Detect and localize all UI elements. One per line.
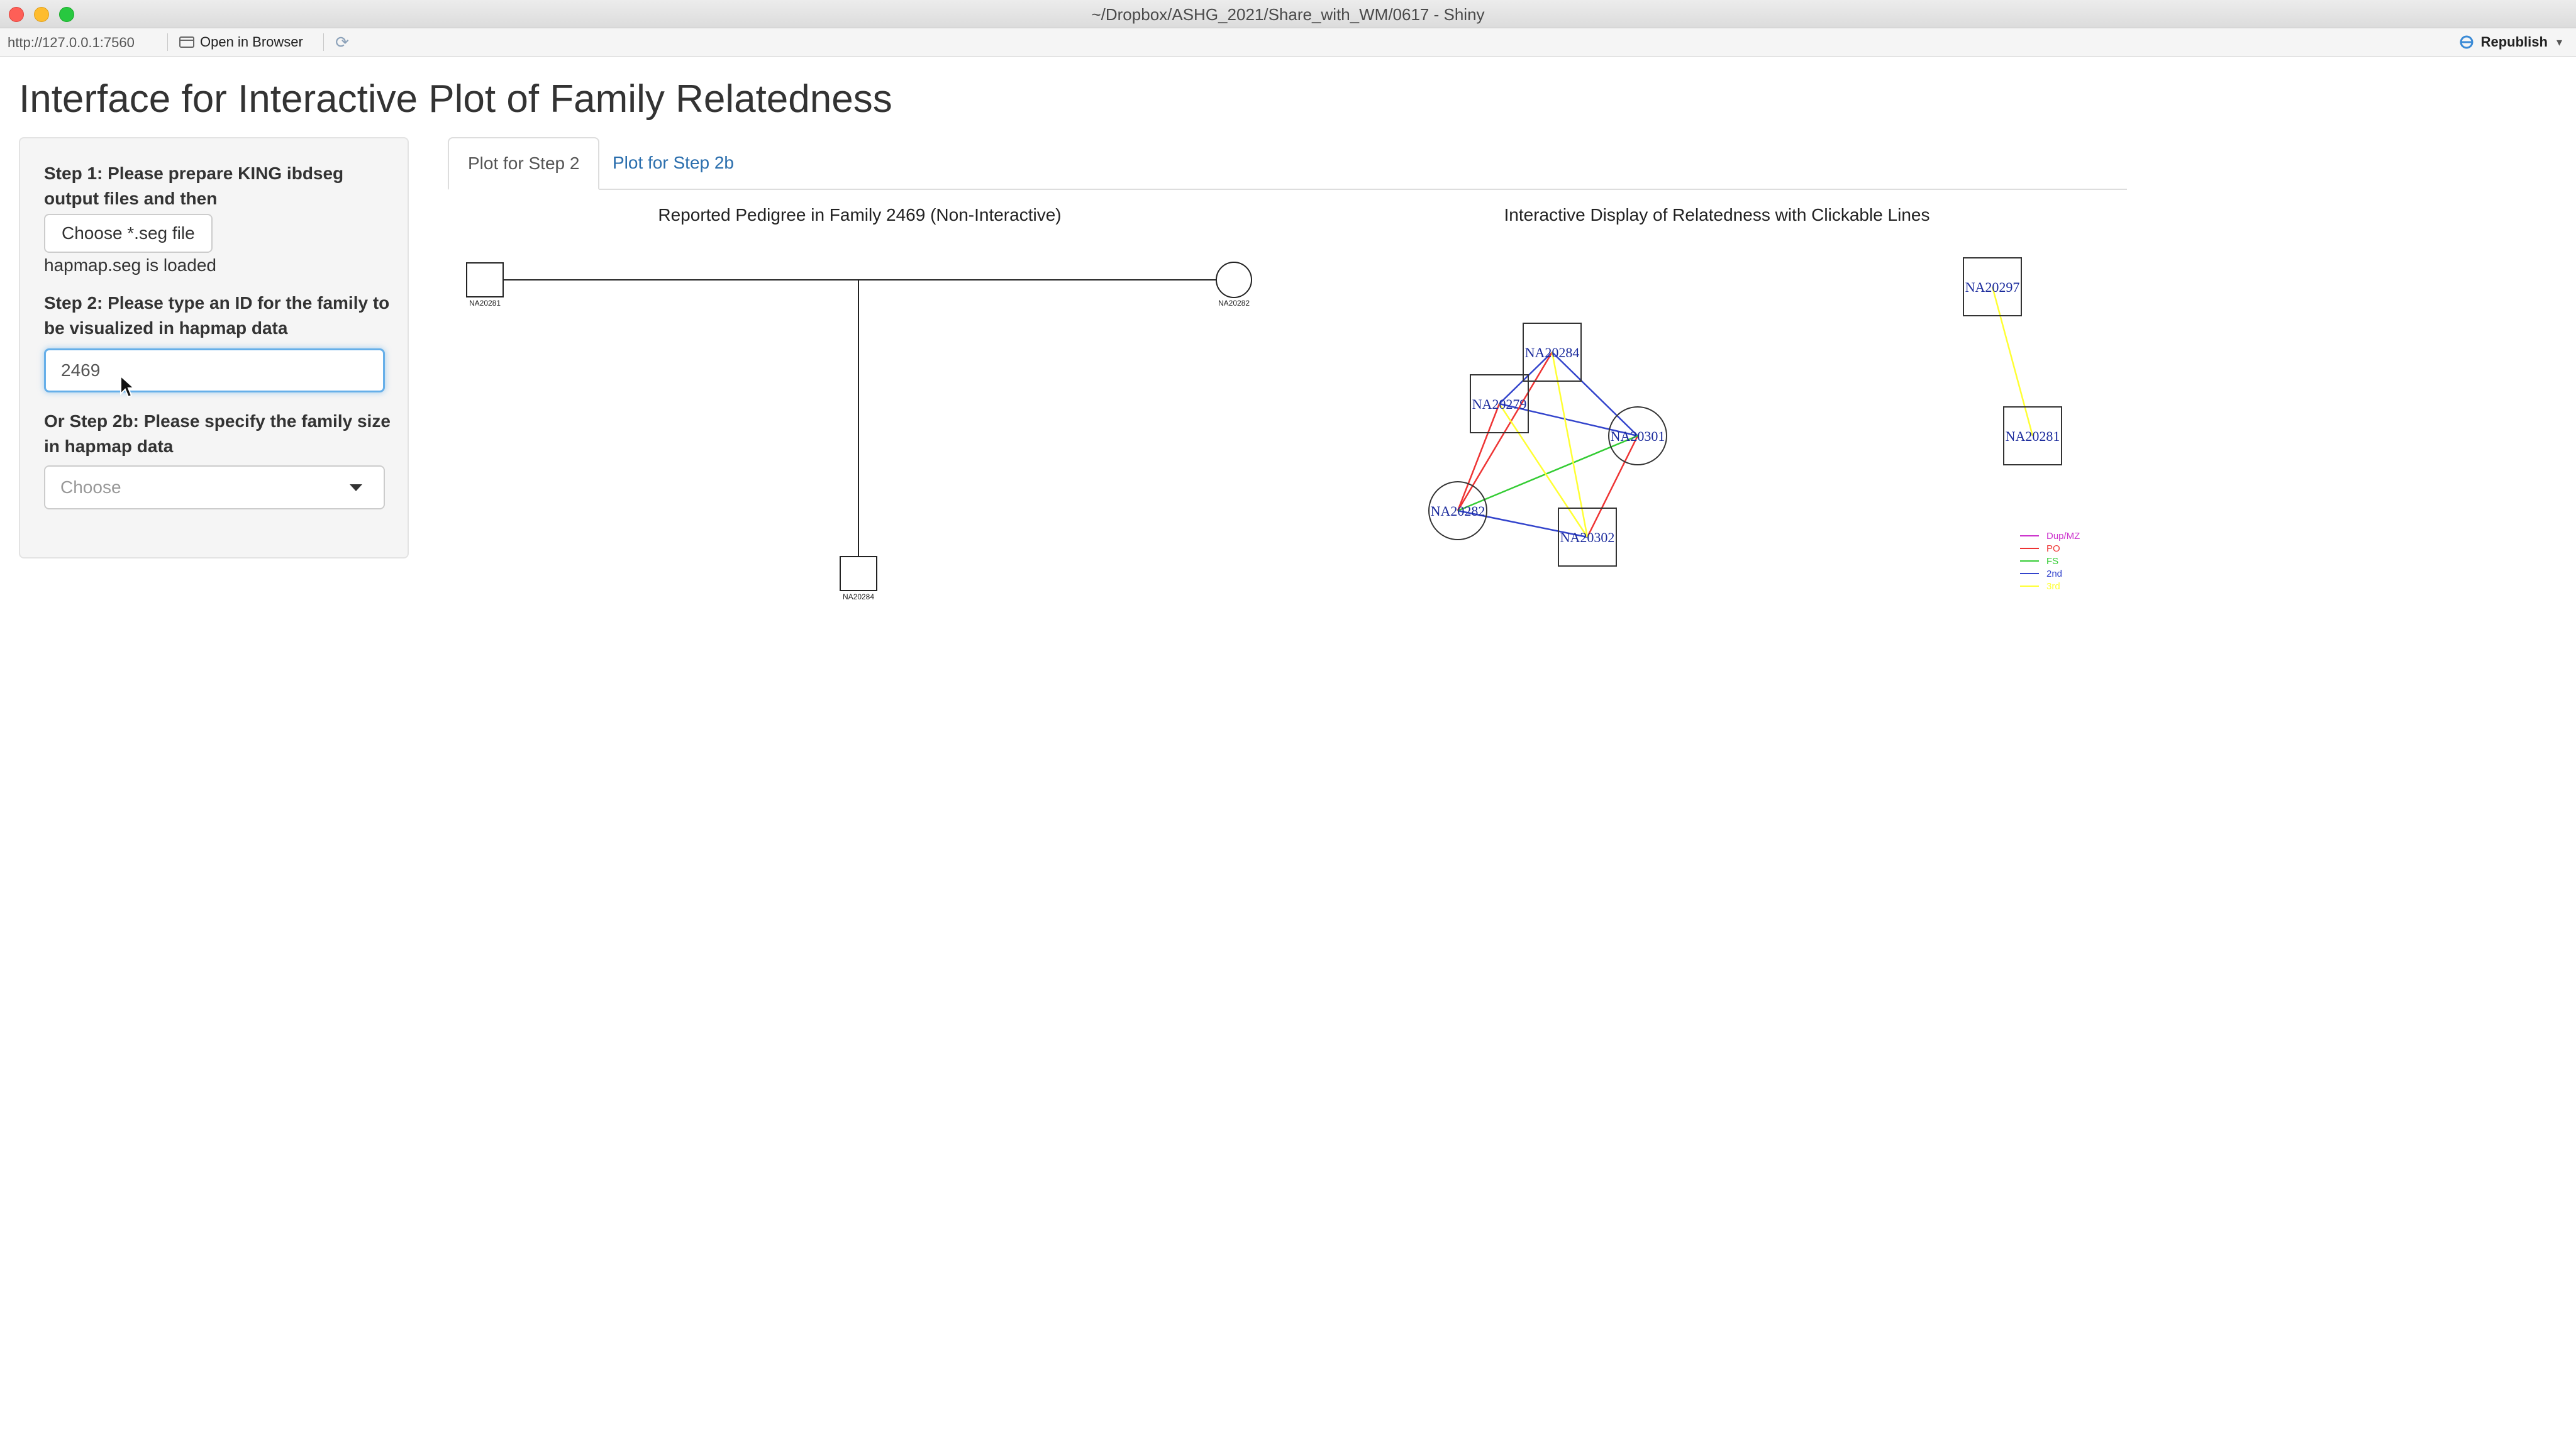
browser-icon — [179, 36, 194, 48]
window-title: ~/Dropbox/ASHG_2021/Share_with_WM/0617 -… — [1091, 5, 1485, 24]
relatedness-edge-NA20279-NA20301[interactable] — [1499, 402, 1638, 437]
open-in-browser-label: Open in Browser — [200, 34, 303, 50]
window-titlebar: ~/Dropbox/ASHG_2021/Share_with_WM/0617 -… — [0, 0, 2576, 28]
network-node-NA20282 — [1428, 481, 1487, 540]
tab-plot-step2b[interactable]: Plot for Step 2b — [613, 153, 735, 172]
relatedness-edge-NA20301-NA20302[interactable] — [1586, 435, 1639, 538]
toolbar-divider — [323, 33, 324, 51]
open-in-browser-button[interactable]: Open in Browser — [179, 33, 303, 52]
choose-file-button[interactable]: Choose *.seg file — [44, 214, 213, 253]
mouse-cursor-icon — [120, 375, 136, 398]
network-node-label: NA20302 — [1560, 530, 1615, 545]
pedigree-mother-label: NA20282 — [1218, 299, 1250, 308]
refresh-icon[interactable]: ⟳ — [335, 32, 349, 52]
step2b-label: Or Step 2b: Please specify the family si… — [44, 411, 391, 456]
family-size-select[interactable]: Choose — [44, 465, 385, 509]
pedigree-father-symbol — [466, 262, 504, 297]
relatedness-plot-title: Interactive Display of Relatedness with … — [1504, 205, 1930, 225]
file-loaded-status: hapmap.seg is loaded — [44, 255, 216, 275]
network-node-NA20279 — [1470, 374, 1529, 433]
network-node-NA20301 — [1608, 406, 1667, 465]
minimize-window-button[interactable] — [34, 7, 49, 22]
relatedness-edge-NA20279-NA20302[interactable] — [1498, 403, 1589, 538]
network-node-NA20297 — [1963, 257, 2022, 316]
family-id-input[interactable]: 2469 — [44, 348, 385, 392]
tab-plot-step2[interactable]: Plot for Step 2 — [448, 137, 600, 190]
network-node-label: NA20301 — [1611, 428, 1665, 444]
chevron-down-icon[interactable]: ▾ — [2556, 35, 2562, 48]
viewer-toolbar: http://127.0.0.1:7560 Open in Browser ⟳ … — [0, 28, 2576, 57]
publish-icon — [2460, 35, 2473, 49]
republish-label: Republish — [2480, 34, 2548, 50]
legend-label: FS — [2046, 556, 2058, 567]
republish-button[interactable]: Republish ▾ — [2457, 33, 2562, 52]
toolbar-divider — [167, 33, 168, 51]
relatedness-edge-NA20279-NA20284[interactable] — [1499, 352, 1553, 404]
pedigree-child-symbol — [840, 556, 877, 591]
plot-tabs: Plot for Step 2 Plot for Step 2b — [448, 137, 2127, 190]
chevron-down-icon — [350, 484, 362, 491]
relatedness-edge-NA20282-NA20301[interactable] — [1457, 435, 1638, 512]
url-text: http://127.0.0.1:7560 — [8, 35, 135, 50]
zoom-window-button[interactable] — [59, 7, 74, 22]
pedigree-father-label: NA20281 — [469, 299, 501, 308]
legend-label: Dup/MZ — [2046, 531, 2080, 541]
network-node-NA20284 — [1523, 323, 1582, 382]
network-node-label: NA20281 — [2006, 428, 2060, 444]
relatedness-edge-NA20279-NA20282[interactable] — [1457, 403, 1501, 511]
network-node-label: NA20279 — [1472, 396, 1527, 412]
relatedness-edge-NA20284-NA20301[interactable] — [1552, 352, 1638, 436]
legend-label: 2nd — [2046, 569, 2062, 579]
relatedness-edge-NA20297-NA20281[interactable] — [1991, 286, 2034, 436]
pedigree-plot: NA20281 NA20282 NA20284 — [466, 262, 1252, 601]
family-size-placeholder: Choose — [60, 477, 121, 497]
pedigree-child-label: NA20284 — [843, 592, 874, 601]
step1-label: Step 1: Please prepare KING ibdseg outpu… — [44, 164, 344, 208]
relatedness-edge-NA20282-NA20302[interactable] — [1457, 509, 1588, 538]
legend-label: PO — [2046, 543, 2060, 554]
sidebar-panel: Step 1: Please prepare KING ibdseg outpu… — [19, 137, 409, 558]
relatedness-edge-NA20284-NA20302[interactable] — [1551, 352, 1589, 538]
step2-label: Step 2: Please type an ID for the family… — [44, 293, 390, 338]
network-node-NA20302 — [1558, 508, 1617, 567]
network-node-label: NA20297 — [1965, 279, 2020, 295]
close-window-button[interactable] — [9, 7, 24, 22]
relatedness-edge-NA20284-NA20282[interactable] — [1457, 352, 1553, 511]
network-node-NA20281 — [2003, 406, 2062, 465]
pedigree-mother-symbol — [1216, 262, 1252, 298]
network-node-label: NA20284 — [1525, 345, 1580, 360]
pedigree-plot-title: Reported Pedigree in Family 2469 (Non-In… — [658, 205, 1062, 225]
legend-label: 3rd — [2046, 581, 2060, 592]
network-node-label: NA20282 — [1431, 503, 1485, 519]
page-title: Interface for Interactive Plot of Family… — [19, 77, 892, 121]
